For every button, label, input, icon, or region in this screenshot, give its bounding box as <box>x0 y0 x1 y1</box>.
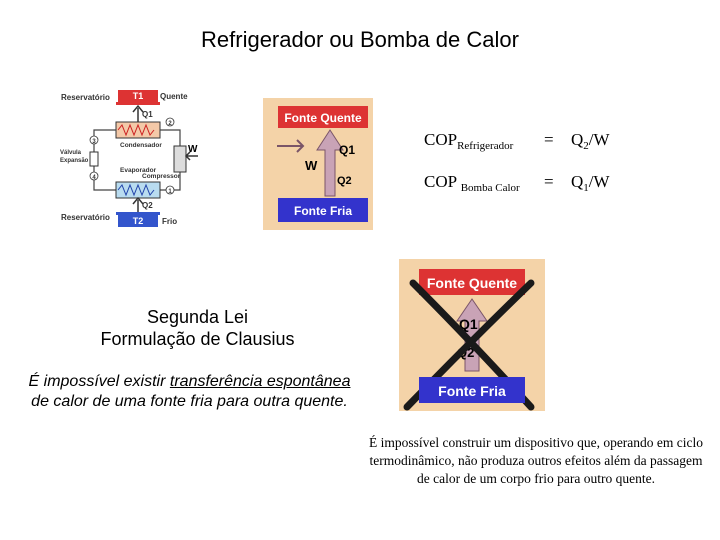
refrigeration-cycle-schematic: Reservatório T1 Quente Q1 Condensador Vá… <box>60 90 198 227</box>
cop-fridge-num: Q <box>571 130 584 149</box>
cop-pump-sub: Bomba Calor <box>460 182 520 194</box>
clausius-text-part1: É impossível existir <box>28 373 170 390</box>
q1-label: Q1 <box>339 143 355 157</box>
cold-source-box <box>278 198 368 222</box>
bottom-reservoir-label: Reservatório <box>61 213 110 222</box>
clausius-heading: Segunda Lei Formulação de Clausius <box>70 306 325 350</box>
cop-fridge-prefix: COP <box>424 130 458 149</box>
q1-arrow-icon <box>132 104 144 122</box>
q1-label: Q1 <box>142 110 153 119</box>
cop-pump-num: Q <box>571 172 584 191</box>
state-3-marker <box>89 135 99 145</box>
valve-box <box>89 151 99 167</box>
state-1-marker <box>165 185 175 195</box>
device-impossibility-statement: É impossível construir um dispositivo qu… <box>368 435 704 486</box>
hot-source-box <box>419 269 525 295</box>
t1-label: T1 <box>133 91 144 101</box>
compressor-box <box>173 145 187 173</box>
state-3-label: 3 <box>92 139 96 145</box>
hot-label: Quente <box>160 92 188 101</box>
q2-arrow-icon <box>132 196 144 212</box>
clausius-heading-line1: Segunda Lei <box>146 307 249 327</box>
condenser-coil-icon <box>117 123 155 137</box>
work-arrow-icon <box>184 151 198 161</box>
evaporator-coil-icon <box>117 183 155 197</box>
cop-fridge-den: /W <box>588 130 610 149</box>
hot-source-label: Fonte Quente <box>427 275 517 291</box>
top-reservoir-label: Reservatório <box>61 93 110 102</box>
cold-label: Frio <box>162 217 177 226</box>
t2-box <box>118 215 158 227</box>
w-label: W <box>305 158 318 173</box>
cold-source-box <box>419 377 525 403</box>
cop-pump-eq: = <box>544 172 554 191</box>
clausius-text-underlined: transferência espontânea <box>169 373 351 390</box>
hot-source-label: Fonte Quente <box>284 111 362 125</box>
t1-box <box>118 90 158 102</box>
heat-flow-arrow-icon <box>456 298 488 372</box>
state-4-label: 4 <box>92 175 96 181</box>
work-arrow-icon <box>277 139 305 153</box>
state-4-marker <box>89 171 99 181</box>
cop-pump-num-sub: 1 <box>583 182 589 194</box>
q2-label: Q2 <box>337 175 352 187</box>
cycle-loop-lines <box>93 129 181 191</box>
valve-label-line1: Válvula <box>60 150 82 156</box>
cop-pump-prefix: COP <box>424 172 461 191</box>
q2-label: Q2 <box>142 201 153 210</box>
refrigerator-diagram: Fonte Quente W Q1 Q2 Fonte Fria <box>263 98 373 230</box>
condenser-label: Condensador <box>120 142 162 149</box>
q1-label: Q1 <box>459 316 478 332</box>
state-2-label: 2 <box>168 121 172 127</box>
cold-source-label: Fonte Fria <box>438 383 506 399</box>
heat-flow-arrow-icon <box>316 129 344 197</box>
state-2-marker <box>165 117 175 127</box>
hot-reservoir-bar <box>116 102 160 105</box>
slide-title: Refrigerador ou Bomba de Calor <box>201 27 519 52</box>
cop-fridge-eq: = <box>544 130 554 149</box>
forbidden-heat-flow-diagram: Fonte Quente Q1 Q2 Fonte Fria <box>399 259 545 411</box>
w-label: W <box>188 144 198 155</box>
cold-source-label: Fonte Fria <box>294 204 352 218</box>
evaporator-label: Evaporador <box>120 167 157 174</box>
t2-label: T2 <box>133 216 144 226</box>
compressor-label: Compressor <box>142 173 181 180</box>
state-1-label: 1 <box>168 189 172 195</box>
valve-label-line2: Expansão <box>60 158 89 164</box>
cold-reservoir-bar <box>116 212 160 215</box>
clausius-heading-line2: Formulação de Clausius <box>100 329 295 349</box>
cop-fridge-sub: Refrigerador <box>457 140 514 152</box>
cop-pump-den: /W <box>588 172 610 191</box>
hot-source-box <box>278 106 368 128</box>
cop-fridge-num-sub: 2 <box>583 140 589 152</box>
clausius-text-part2: de calor de uma fonte fria para outra qu… <box>31 393 348 410</box>
clausius-statement: É impossível existir transferência espon… <box>28 372 351 412</box>
